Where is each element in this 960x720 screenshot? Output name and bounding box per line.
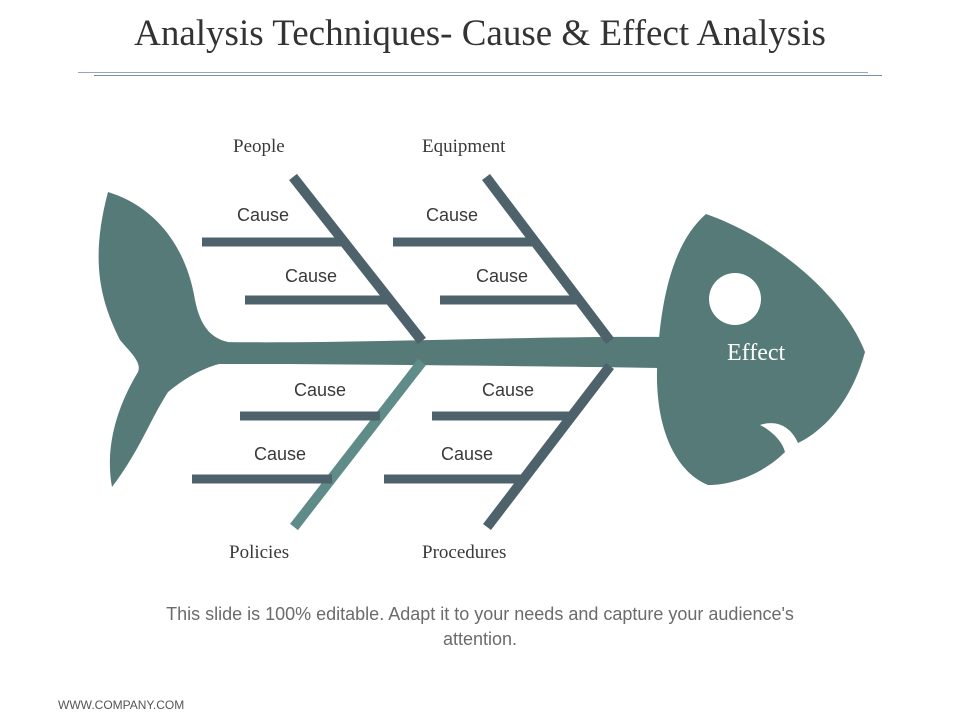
slide-caption: This slide is 100% editable. Adapt it to… xyxy=(166,604,794,649)
title-rule-bottom xyxy=(94,75,882,76)
footer-url: WWW.COMPANY.COM xyxy=(58,698,185,712)
cause-equipment-2: Cause xyxy=(476,266,529,286)
cause-policies-2: Cause xyxy=(254,444,307,464)
bone-equipment xyxy=(482,173,614,345)
category-procedures: Procedures xyxy=(422,542,507,563)
cause-policies-1: Cause xyxy=(294,380,347,400)
fish-tail xyxy=(98,192,228,487)
bone-policies xyxy=(290,358,426,531)
cause-equipment-1: Cause xyxy=(426,205,479,225)
cause-procedures-1: Cause xyxy=(482,380,535,400)
fish-head xyxy=(656,214,865,485)
slide-title: Analysis Techniques- Cause & Effect Anal… xyxy=(134,13,826,54)
cause-people-2: Cause xyxy=(285,266,338,286)
category-equipment: Equipment xyxy=(422,136,506,157)
title-rule-top xyxy=(78,72,868,73)
category-policies: Policies xyxy=(229,542,290,563)
effect-label: Effect xyxy=(727,340,786,366)
cause-people-1: Cause xyxy=(237,205,290,225)
fish-spine xyxy=(220,336,665,368)
category-people: People xyxy=(233,136,285,157)
fish-eye xyxy=(709,273,761,325)
bone-people xyxy=(289,173,426,345)
cause-procedures-2: Cause xyxy=(441,444,494,464)
bone-procedures xyxy=(483,362,614,531)
